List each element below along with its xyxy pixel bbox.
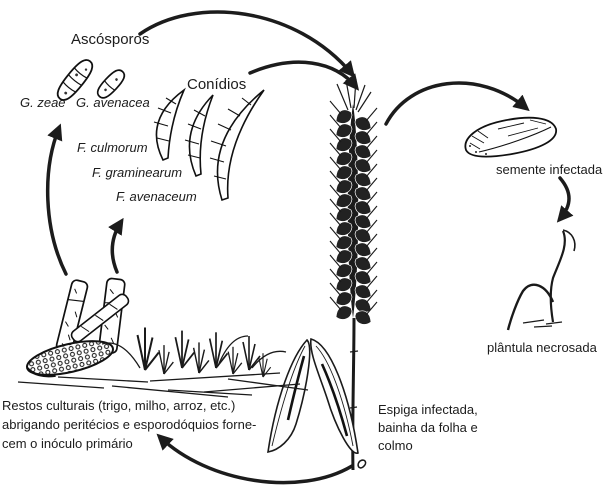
arrow-residue-to-conidia xyxy=(108,217,124,274)
restos-culturais-label: Restos culturais (trigo, milho, arroz, e… xyxy=(2,398,257,451)
ascospore-g-avenacea-icon xyxy=(96,69,126,99)
arrow-ascospores-to-spike xyxy=(138,10,356,78)
conidios-label: Conídios xyxy=(187,76,247,93)
stem-base-curl xyxy=(357,459,367,469)
scattered-straw xyxy=(17,335,309,398)
conidium-f-culmorum-icon xyxy=(153,87,186,162)
crop-residue-icon xyxy=(17,277,309,398)
g-zeae-label: G. zeae xyxy=(20,95,66,110)
corn-cob-icon xyxy=(26,340,114,378)
fallen-stalk xyxy=(70,293,130,343)
ascospore-g-zeae-icon xyxy=(56,59,94,101)
espiga-infectada-label: Espiga infectada, bainha da folha e colm… xyxy=(378,402,478,453)
necrotic-seedling-icon xyxy=(506,229,576,331)
arrow-conidia-to-spike xyxy=(248,60,360,91)
wheat-stem xyxy=(351,317,356,471)
ascosporos-label: Ascósporos xyxy=(71,31,150,48)
arrow-spike-to-seed xyxy=(384,81,530,126)
wheat-spike-icon xyxy=(329,78,378,471)
infected-seed-icon xyxy=(464,116,557,158)
arrow-seed-to-seedling xyxy=(556,176,574,223)
arrow-residue-to-ascospores xyxy=(45,123,68,276)
conidium-f-graminearum-icon xyxy=(184,94,214,178)
wheat-leaf-left xyxy=(267,338,311,453)
arrow-spike-base-to-residue xyxy=(156,433,354,485)
conidium-f-avenaceum-icon xyxy=(209,89,265,202)
semente-infectada-label: semente infectada xyxy=(496,162,603,177)
f-culmorum-label: F. culmorum xyxy=(77,140,148,155)
plantula-necrosada-label: plântula necrosada xyxy=(487,340,597,355)
f-graminearum-label: F. graminearum xyxy=(92,165,183,180)
f-avenaceum-label: F. avenaceum xyxy=(116,189,197,204)
wheat-leaf-right xyxy=(309,337,359,454)
g-avenacea-label: G. avenacea xyxy=(76,95,150,110)
